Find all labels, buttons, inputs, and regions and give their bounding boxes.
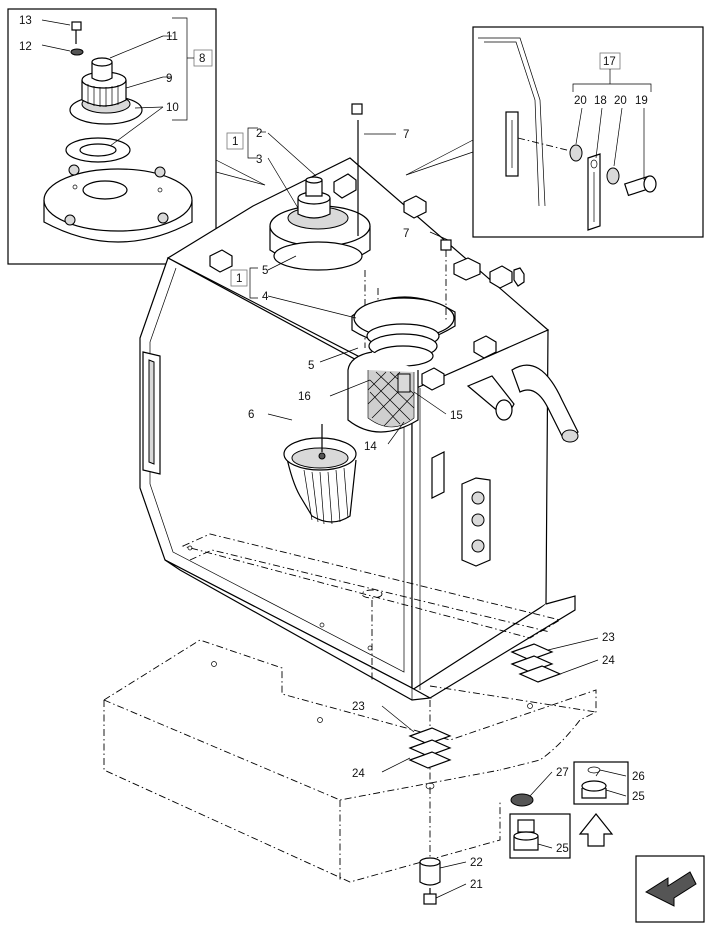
shims	[408, 643, 562, 769]
callout-7b: 7	[403, 228, 409, 240]
callout-11: 11	[166, 31, 178, 43]
callout-1a: 1	[232, 136, 238, 148]
return-filter-assembly	[347, 239, 456, 433]
callout-21: 21	[470, 879, 483, 891]
sight-gauge-detail-inset	[405, 26, 704, 238]
callout-16: 16	[298, 391, 311, 403]
callout-13: 13	[19, 15, 32, 27]
callout-15: 15	[450, 410, 463, 422]
bottom-fasteners	[419, 761, 705, 923]
callout-labels: 13 12 11 8 9 10 17 20 18 20 19 1 2 3 7 7…	[19, 15, 648, 891]
callout-17: 17	[603, 56, 616, 68]
filler-cap-detail-inset	[7, 8, 266, 265]
callout-25a: 25	[632, 791, 645, 803]
callout-2: 2	[256, 128, 262, 140]
callout-22: 22	[470, 857, 483, 869]
callout-20b: 20	[614, 95, 627, 107]
mounting-frame	[103, 589, 597, 883]
callout-20a: 20	[574, 95, 587, 107]
hydraulic-tank-body	[139, 157, 579, 701]
callout-3: 3	[256, 154, 262, 166]
suction-strainer	[283, 424, 357, 525]
callout-14: 14	[364, 441, 377, 453]
callout-1b: 1	[236, 273, 242, 285]
callout-12: 12	[19, 41, 32, 53]
callout-10: 10	[166, 102, 179, 114]
callout-23a: 23	[602, 632, 615, 644]
callout-5b: 5	[308, 360, 314, 372]
callout-19: 19	[635, 95, 648, 107]
leader-lines	[247, 127, 627, 899]
callout-4a: 4	[262, 291, 269, 303]
callout-8: 8	[199, 53, 205, 65]
callout-18: 18	[594, 95, 607, 107]
callout-6: 6	[248, 409, 254, 421]
callout-27: 27	[556, 767, 569, 779]
filler-cap-assembly	[269, 103, 371, 271]
callout-26: 26	[632, 771, 645, 783]
callout-24a: 24	[602, 655, 615, 667]
callout-9: 9	[166, 73, 172, 85]
callout-23b: 23	[352, 701, 365, 713]
callout-25b: 25	[556, 843, 569, 855]
callout-7a: 7	[403, 129, 409, 141]
callout-5a: 5	[262, 265, 268, 277]
callout-24b: 24	[352, 768, 365, 780]
